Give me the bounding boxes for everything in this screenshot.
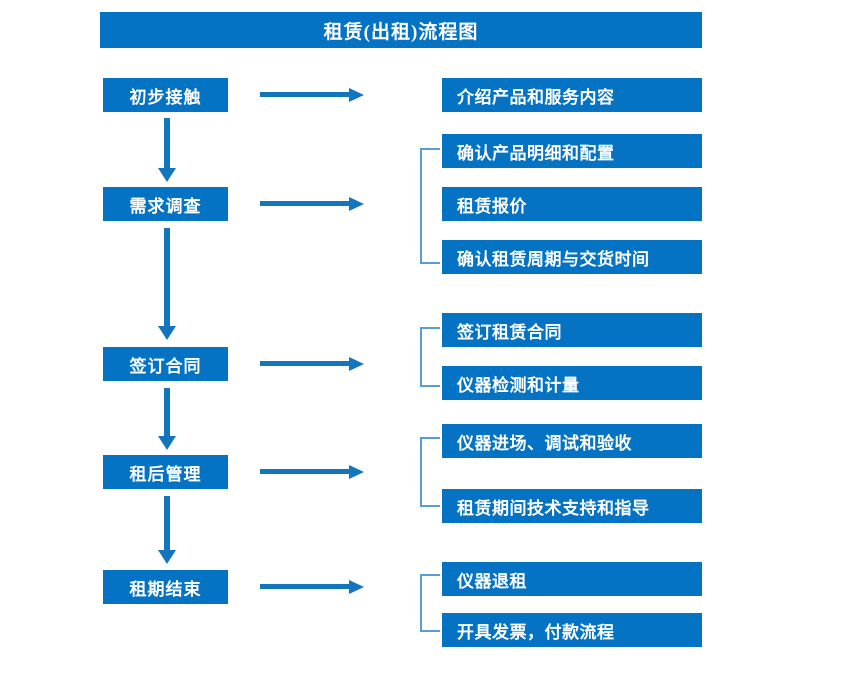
stage-box-5[interactable]: 租期结束 [103, 570, 228, 604]
arrow-shaft [260, 469, 350, 474]
arrow-shaft [260, 584, 350, 589]
arrow-head-icon [349, 465, 364, 479]
arrow-shaft [164, 388, 170, 436]
group-bracket-2 [420, 148, 440, 264]
detail-box-1[interactable]: 介绍产品和服务内容 [442, 78, 702, 112]
arrow-shaft [164, 228, 170, 326]
stage-box-4[interactable]: 租后管理 [103, 455, 228, 489]
detail-box-8[interactable]: 租赁期间技术支持和指导 [442, 489, 702, 523]
detail-box-4[interactable]: 确认租赁周期与交货时间 [442, 240, 702, 274]
horizontal-arrow-stage-2 [260, 196, 364, 212]
group-bracket-3 [420, 327, 440, 387]
arrow-head-icon [158, 436, 176, 450]
group-bracket-4 [420, 437, 440, 507]
arrow-head-icon [158, 550, 176, 564]
stage-box-3[interactable]: 签订合同 [103, 347, 228, 381]
detail-box-3[interactable]: 租赁报价 [442, 187, 702, 221]
diagram-title: 租赁(出租)流程图 [100, 12, 702, 48]
arrow-head-icon [158, 168, 176, 182]
detail-box-6[interactable]: 仪器检测和计量 [442, 366, 702, 400]
arrow-head-icon [349, 580, 364, 594]
stage-box-2[interactable]: 需求调查 [103, 187, 228, 221]
detail-box-2[interactable]: 确认产品明细和配置 [442, 134, 702, 168]
group-bracket-5 [420, 574, 440, 632]
arrow-shaft [164, 496, 170, 550]
horizontal-arrow-stage-5 [260, 579, 364, 595]
arrow-head-icon [158, 326, 176, 340]
horizontal-arrow-stage-4 [260, 464, 364, 480]
arrow-head-icon [349, 357, 364, 371]
arrow-shaft [260, 92, 350, 97]
vertical-arrow-1-to-2 [158, 118, 176, 182]
horizontal-arrow-stage-3 [260, 356, 364, 372]
detail-box-9[interactable]: 仪器退租 [442, 562, 702, 596]
horizontal-arrow-stage-1 [260, 87, 364, 103]
vertical-arrow-2-to-3 [158, 228, 176, 340]
detail-box-7[interactable]: 仪器进场、调试和验收 [442, 424, 702, 458]
arrow-shaft [260, 201, 350, 206]
arrow-shaft [164, 118, 170, 168]
stage-box-1[interactable]: 初步接触 [103, 78, 228, 112]
detail-box-10[interactable]: 开具发票，付款流程 [442, 613, 702, 647]
arrow-shaft [260, 361, 350, 366]
vertical-arrow-3-to-4 [158, 388, 176, 450]
detail-box-5[interactable]: 签订租赁合同 [442, 313, 702, 347]
vertical-arrow-4-to-5 [158, 496, 176, 564]
arrow-head-icon [349, 88, 364, 102]
arrow-head-icon [349, 197, 364, 211]
